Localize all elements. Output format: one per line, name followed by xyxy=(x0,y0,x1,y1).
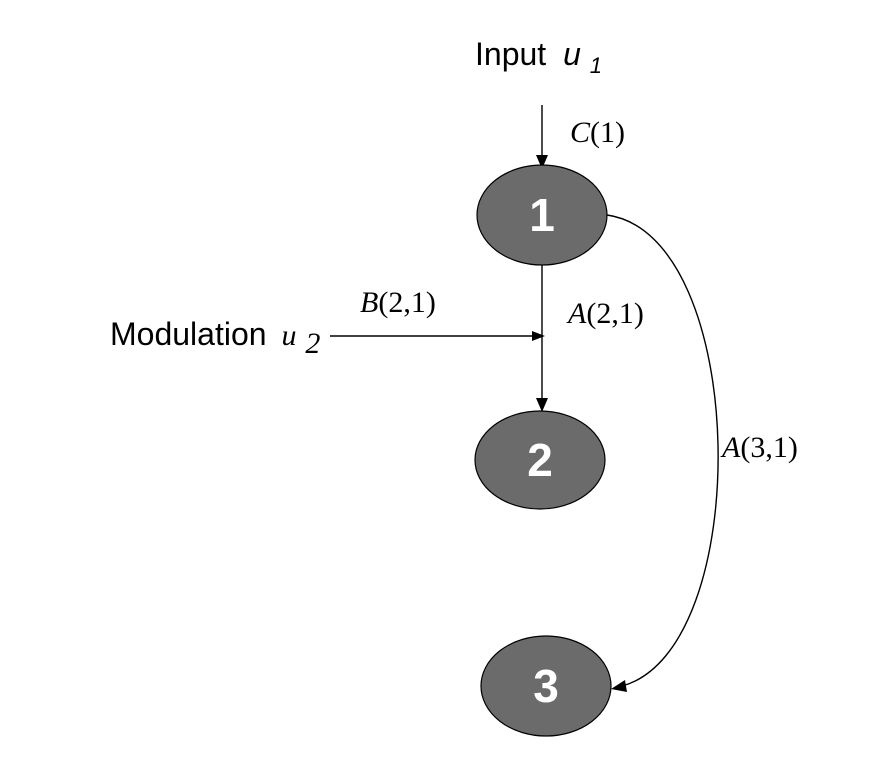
edge-label-a31: A(3,1) xyxy=(720,431,798,464)
edge-label-b21: B(2,1) xyxy=(360,286,436,319)
node-1: 1 xyxy=(476,164,608,266)
modulation-arrowhead xyxy=(532,331,545,341)
node-3-label: 3 xyxy=(533,660,559,712)
input-subscript: 1 xyxy=(590,53,602,78)
edge-label-a21: A(2,1) xyxy=(566,297,644,330)
node-1-shape xyxy=(476,164,608,266)
input-arrowhead xyxy=(536,155,548,169)
edge-1-to-3 xyxy=(606,214,719,687)
node-3: 3 xyxy=(480,635,612,737)
edge-label-a31-args: (3,1) xyxy=(740,431,797,464)
input-label-text: Input xyxy=(475,36,546,72)
input-label: Input u 1 xyxy=(475,36,602,78)
edge-label-c1-name: C xyxy=(570,116,591,149)
modulation-subscript: 2 xyxy=(305,327,320,360)
edge-label-b21-name: B xyxy=(360,286,378,319)
modulation-symbol: u xyxy=(281,319,296,352)
edge-label-a21-args: (2,1) xyxy=(586,297,643,330)
node-1-label: 1 xyxy=(529,189,555,241)
input-symbol: u xyxy=(563,36,581,72)
edge-label-c1: C(1) xyxy=(570,116,625,149)
node-2-label: 2 xyxy=(527,434,553,486)
edge-label-a21-name: A xyxy=(566,297,587,330)
node-2-shape xyxy=(474,410,606,510)
modulation-label-text: Modulation xyxy=(110,316,267,352)
node-2: 2 xyxy=(474,410,606,510)
edge-1-to-2-arrowhead xyxy=(536,398,548,412)
edge-1-to-3-arrowhead xyxy=(611,680,627,692)
modulation-label: Modulation u 2 xyxy=(110,316,320,360)
edge-label-b21-args: (2,1) xyxy=(378,286,435,319)
edge-label-a31-name: A xyxy=(720,431,741,464)
edge-label-c1-args: (1) xyxy=(590,116,625,149)
node-3-shape xyxy=(480,635,612,737)
